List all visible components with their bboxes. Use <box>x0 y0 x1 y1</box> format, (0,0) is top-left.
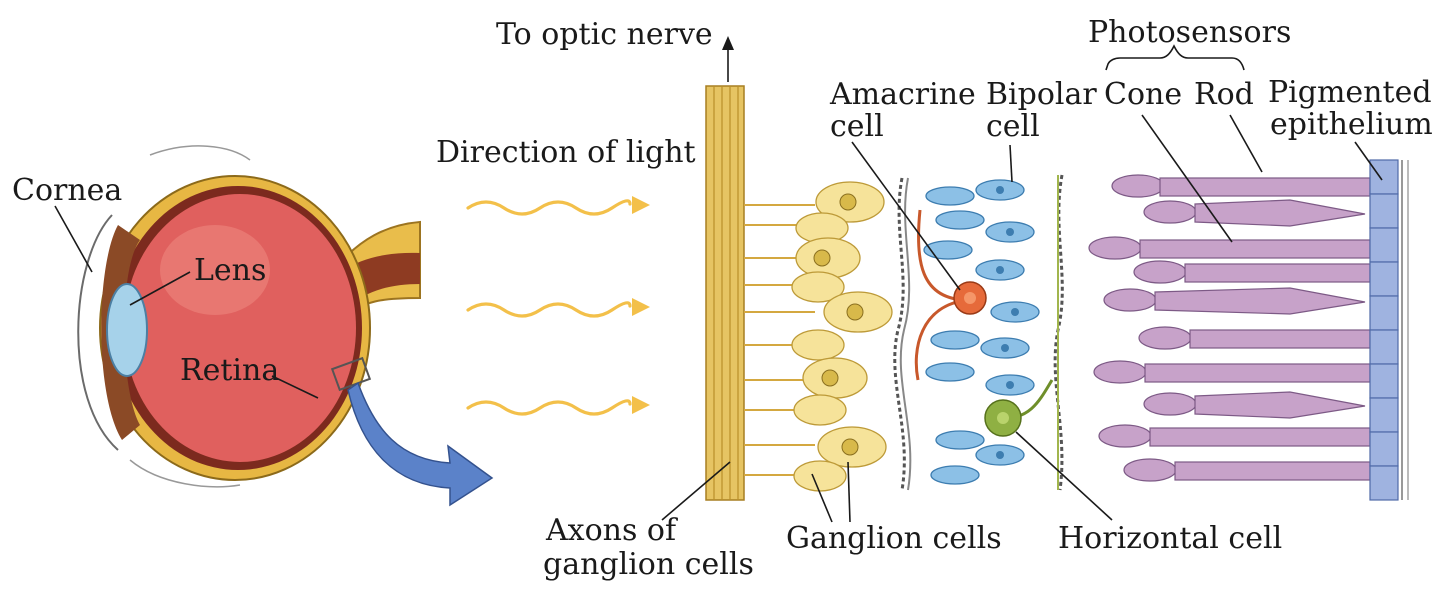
ganglion-axons <box>744 204 815 476</box>
cone-cell <box>1143 391 1366 419</box>
bipolar-cell-layer <box>923 179 1040 485</box>
photoreceptor-layer <box>1088 174 1371 482</box>
cone-cell <box>1103 287 1366 315</box>
pointer-arrow <box>347 381 494 507</box>
label-ganglion-cells: Ganglion cells <box>786 521 1002 556</box>
rod-cell <box>1123 458 1371 482</box>
outer-plexiform-layer <box>1053 174 1064 491</box>
label-retina: Retina <box>180 353 279 388</box>
label-photosensors: Photosensors <box>1088 15 1291 50</box>
light-wave <box>466 196 650 216</box>
rod-cell <box>1098 424 1371 448</box>
label-direction-of-light: Direction of light <box>436 135 696 170</box>
label-lens: Lens <box>194 253 266 288</box>
label-cornea: Cornea <box>12 173 122 208</box>
rod-cell <box>1138 326 1371 350</box>
label-amacrine-line2: cell <box>830 109 884 144</box>
light-wave <box>466 396 650 416</box>
cornea-shape <box>77 214 119 451</box>
magnification-box <box>330 356 372 392</box>
ganglion-cell-layer <box>791 181 893 492</box>
optic-nerve-arrow <box>722 36 734 82</box>
label-pigmented-line2: epithelium <box>1270 107 1433 142</box>
pigmented-epithelium-layer <box>1369 159 1409 501</box>
eye-cross-section <box>77 145 494 507</box>
lens-shape <box>106 283 148 377</box>
inner-plexiform-layer <box>893 177 912 491</box>
label-amacrine-line1: Amacrine <box>829 77 976 112</box>
horizontal-cell <box>984 379 1054 437</box>
amacrine-cell <box>914 209 987 381</box>
label-horizontal-cell: Horizontal cell <box>1058 521 1282 556</box>
light-wave <box>466 298 650 318</box>
rod-cell <box>1111 174 1371 198</box>
labels: Cornea Lens Retina Direction of light To… <box>12 15 1433 582</box>
rod-cell <box>1088 236 1371 260</box>
retina-layers <box>744 159 1409 501</box>
label-pigmented-line1: Pigmented <box>1268 75 1432 110</box>
cone-cell <box>1143 199 1366 227</box>
label-bipolar-line1: Bipolar <box>986 77 1097 112</box>
label-rod: Rod <box>1194 77 1254 112</box>
axon-bundle <box>705 85 745 501</box>
label-cone: Cone <box>1104 77 1182 112</box>
label-to-optic-nerve: To optic nerve <box>496 17 713 52</box>
light-waves <box>466 196 650 416</box>
rod-cell <box>1133 260 1371 284</box>
rod-cell <box>1093 360 1371 384</box>
leader-lines <box>54 44 1383 523</box>
label-axons-line2: ganglion cells <box>543 547 754 582</box>
label-axons-line1: Axons of <box>545 513 678 548</box>
label-bipolar-line2: cell <box>986 109 1040 144</box>
